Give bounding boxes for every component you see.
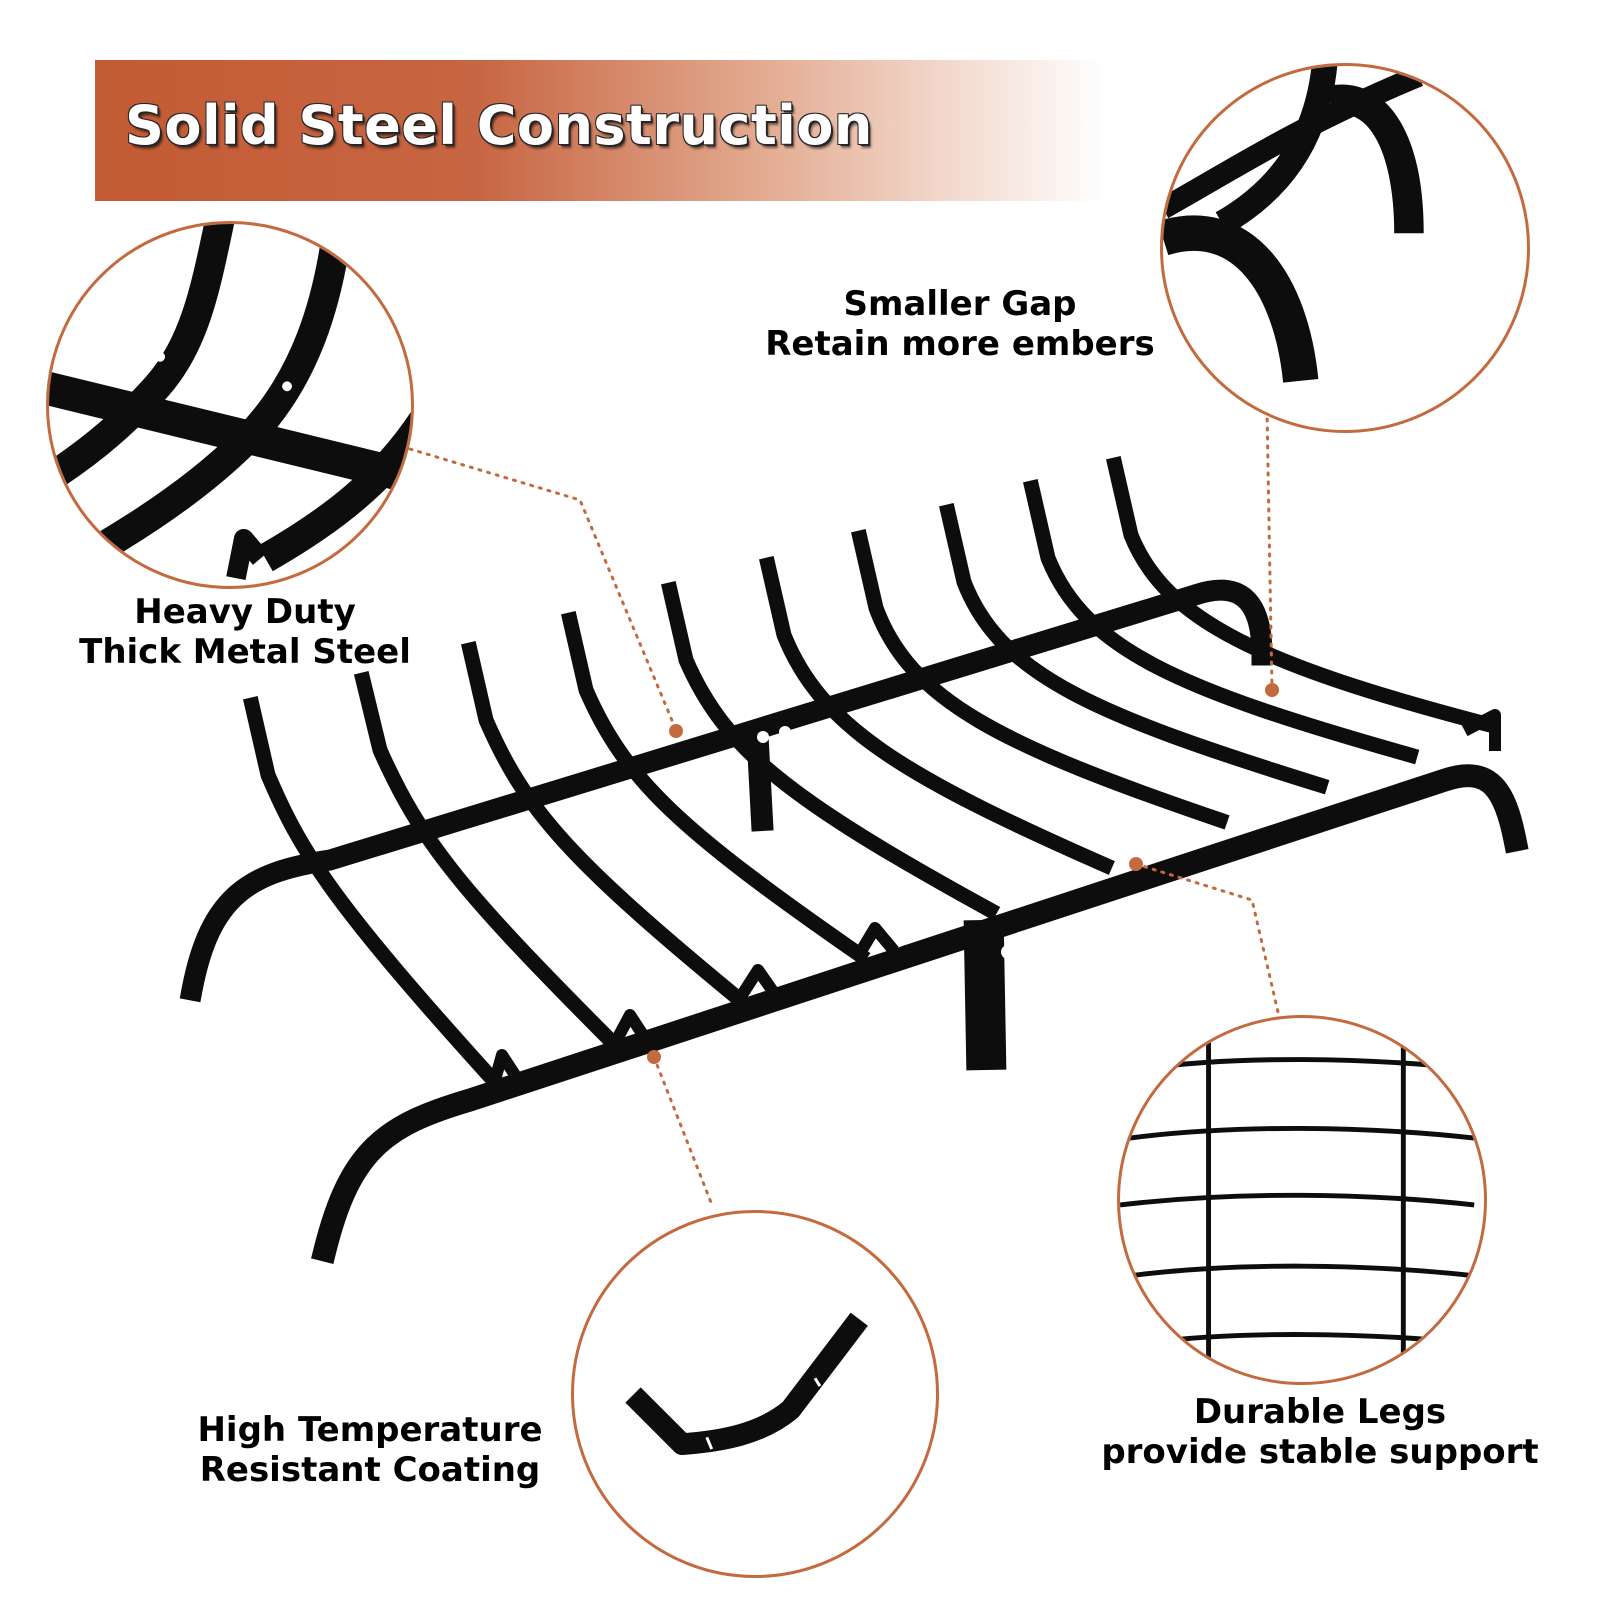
leader-dot-coating <box>647 1050 661 1064</box>
caption-coating-line1: High Temperature <box>197 1410 543 1450</box>
title-banner: Solid Steel Construction <box>95 60 1105 201</box>
front-rail <box>311 764 1529 1264</box>
caption-legs-line1: Durable Legs <box>1193 1392 1447 1432</box>
banner-title: Solid Steel Construction <box>125 94 873 157</box>
detail-circle-legs <box>1117 1015 1487 1385</box>
caption-heavy-duty-line1: Heavy Duty <box>134 592 356 632</box>
caption-coating: High Temperature Resistant Coating <box>180 1410 560 1490</box>
gap-closeup <box>1163 66 1424 383</box>
grate-bars <box>243 456 1500 1093</box>
coated-bar-closeup <box>625 1312 868 1455</box>
leader-dot-gap <box>1265 683 1279 697</box>
caption-smaller-gap-line1: Smaller Gap <box>843 284 1077 324</box>
detail-circle-heavy-duty <box>46 221 414 589</box>
leader-dot-legs <box>1129 857 1143 871</box>
grid-closeup <box>1120 1018 1475 1382</box>
caption-heavy-duty: Heavy Duty Thick Metal Steel <box>60 592 430 672</box>
caption-legs: Durable Legs provide stable support <box>1070 1392 1570 1472</box>
front-foot <box>963 919 1007 1071</box>
leader-dot-heavy-duty <box>669 724 683 738</box>
caption-legs-line2: provide stable support <box>1101 1432 1539 1472</box>
back-rail <box>179 579 1273 1003</box>
caption-coating-line2: Resistant Coating <box>199 1450 541 1490</box>
caption-heavy-duty-line2: Thick Metal Steel <box>79 632 411 672</box>
caption-smaller-gap-line2: Retain more embers <box>765 324 1155 364</box>
front-tabs <box>487 709 1501 1088</box>
detail-circle-coating <box>571 1210 939 1578</box>
caption-smaller-gap: Smaller Gap Retain more embers <box>740 284 1180 364</box>
thick-steel-closeup <box>49 224 411 581</box>
detail-circle-smaller-gap <box>1160 63 1530 433</box>
